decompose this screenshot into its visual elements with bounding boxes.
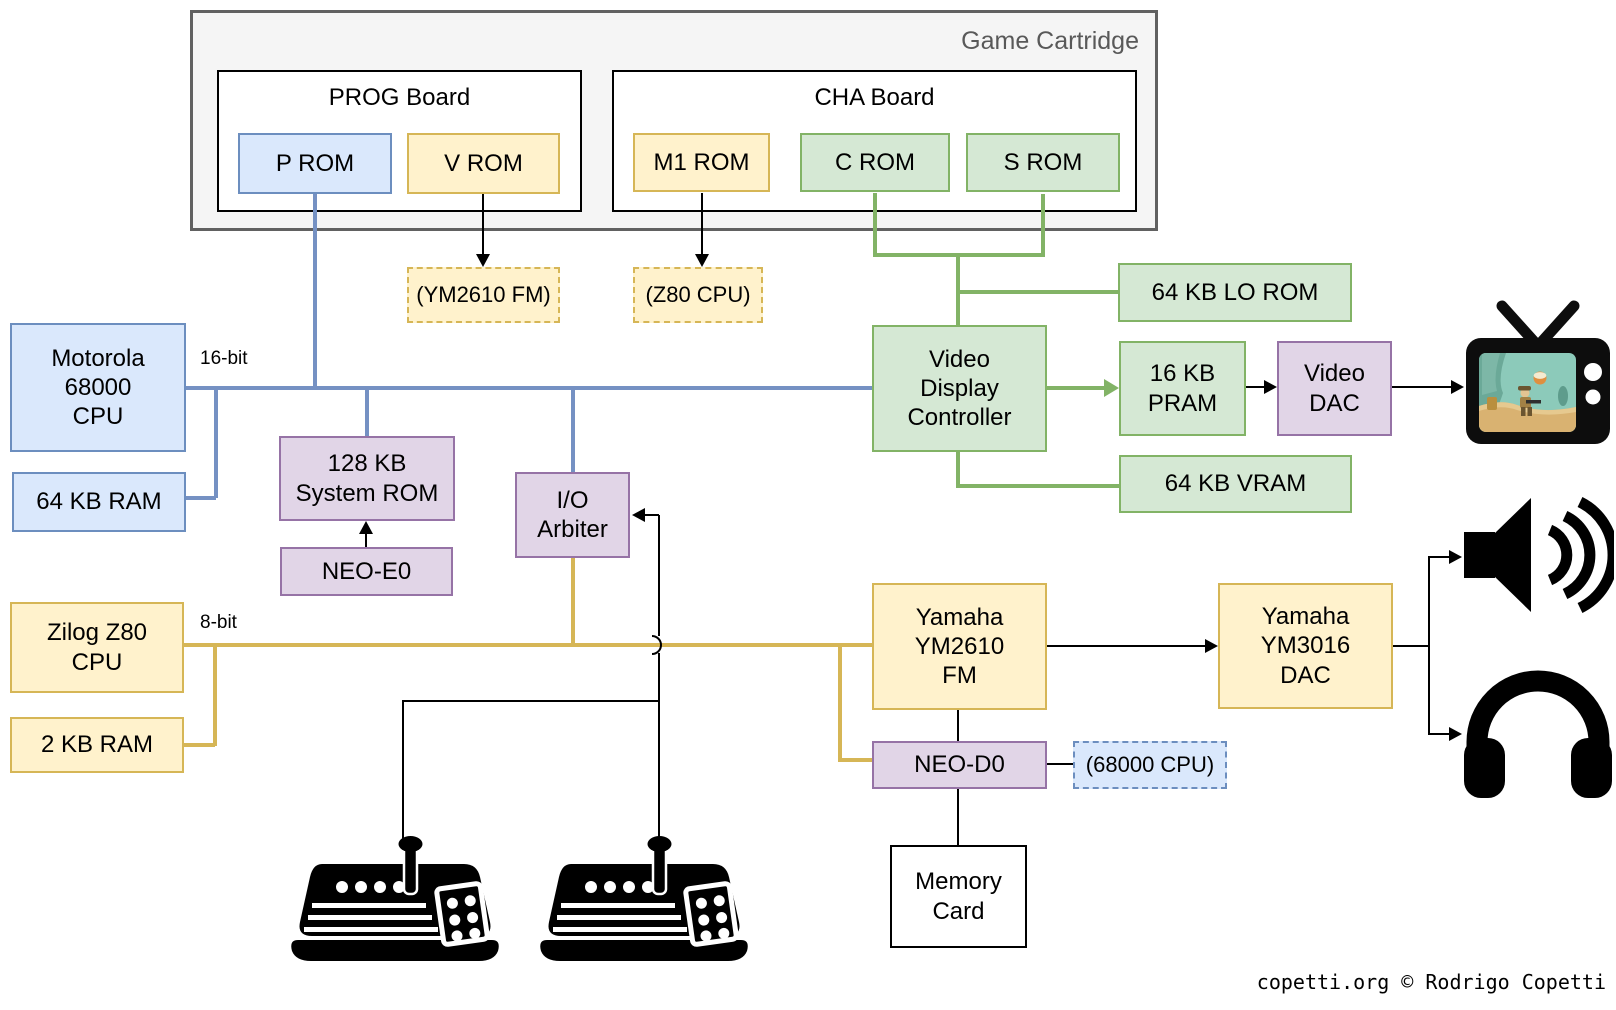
bus-label-8bit: 8-bit <box>200 612 237 633</box>
game-cartridge-label: Game Cartridge <box>961 27 1139 55</box>
connector-m1rom-z80ref <box>701 193 703 255</box>
connector-joy-arbiter-v-upper <box>658 515 660 636</box>
connector-vdc-pram <box>1047 386 1107 390</box>
node-motorola-68000-cpu: Motorola 68000 CPU <box>10 323 186 452</box>
connector-vdc-vram-v <box>956 451 960 487</box>
connector-arbiter-bus16 <box>571 388 575 472</box>
connector-joystick1-stem <box>402 701 404 845</box>
connector-to-headphones <box>1428 733 1451 735</box>
arrowhead-vdc-pram <box>1104 379 1119 397</box>
node-video-dac: Video DAC <box>1277 341 1392 436</box>
connector-ram2-bus-v <box>213 645 217 746</box>
connector-audio-split-v <box>1428 556 1430 735</box>
bus-16bit-line <box>186 386 872 390</box>
node-pram: 16 KB PRAM <box>1119 341 1246 436</box>
node-yamaha-ym2610: Yamaha YM2610 FM <box>872 583 1047 710</box>
node-64kb-ram: 64 KB RAM <box>12 472 186 532</box>
node-neo-e0: NEO-E0 <box>280 547 453 596</box>
arrowhead-m1rom-down <box>695 254 709 267</box>
connector-videodac-tv <box>1392 386 1452 388</box>
arrowhead-neoe0-up <box>359 521 373 534</box>
connector-ram64-bus-v <box>214 388 218 498</box>
connector-vrom-ym2610ref <box>482 193 484 255</box>
connector-sysrom-bus <box>365 388 369 436</box>
node-video-display-controller: Video Display Controller <box>872 325 1047 452</box>
node-lo-rom: 64 KB LO ROM <box>1118 263 1352 322</box>
connector-ym3016-split <box>1392 645 1430 647</box>
arrowhead-dac-tv <box>1451 380 1464 394</box>
arcade-joystick-icon <box>291 836 499 961</box>
node-neo-d0: NEO-D0 <box>872 741 1047 789</box>
node-2kb-ram: 2 KB RAM <box>10 717 184 773</box>
node-v-rom: V ROM <box>407 133 560 194</box>
tv-icon <box>1466 300 1610 444</box>
connector-crom-drop <box>873 193 877 256</box>
connector-joystick2-stem <box>658 701 660 845</box>
connector-joystick-join <box>402 700 660 702</box>
arrowhead-into-arbiter <box>632 508 645 522</box>
connector-neod0-bus-h <box>838 758 874 762</box>
connector-joy-arbiter-v-lower <box>658 653 660 701</box>
node-z80-ref: (Z80 CPU) <box>633 267 763 323</box>
node-zilog-z80-cpu: Zilog Z80 CPU <box>10 602 184 693</box>
node-p-rom: P ROM <box>238 133 392 194</box>
connector-pram-videodac <box>1246 386 1266 388</box>
arrowhead-headphones <box>1449 727 1462 741</box>
line-hop-arc <box>651 635 662 655</box>
credit-text: copetti.org © Rodrigo Copetti <box>1256 970 1606 994</box>
connector-ram2-bus-h <box>184 743 215 747</box>
connector-arbiter-bus8 <box>571 556 575 645</box>
node-c-rom: C ROM <box>800 133 950 192</box>
node-vram: 64 KB VRAM <box>1119 455 1352 513</box>
arcade-joystick-icon <box>540 836 748 961</box>
cha-board-title: CHA Board <box>814 84 935 111</box>
connector-srom-drop <box>1041 194 1045 256</box>
arrowhead-vrom-down <box>476 254 490 267</box>
arrowhead-pram-dac <box>1264 380 1277 394</box>
connector-neoe0-sysrom <box>365 532 367 548</box>
connector-neod0-memorycard <box>957 788 959 846</box>
node-ym2610-ref: (YM2610 FM) <box>407 267 560 323</box>
connector-lorom-branch <box>956 290 1119 294</box>
headphones-icon <box>1464 670 1612 798</box>
node-yamaha-ym3016: Yamaha YM3016 DAC <box>1218 583 1393 709</box>
node-m1-rom: M1 ROM <box>633 133 770 192</box>
node-memory-card: Memory Card <box>890 845 1027 948</box>
connector-ram64-bus-h <box>186 496 216 500</box>
connector-to-speaker <box>1428 556 1451 558</box>
arrowhead-ym2610-ym3016 <box>1205 639 1218 653</box>
arrowhead-speaker <box>1449 550 1462 564</box>
connector-vdc-vram-h <box>956 484 1120 488</box>
node-system-rom: 128 KB System ROM <box>279 436 455 521</box>
bus-8bit-line <box>184 643 874 647</box>
bus-label-16bit: 16-bit <box>200 348 248 369</box>
node-s-rom: S ROM <box>966 133 1120 192</box>
speaker-icon <box>1464 497 1614 613</box>
node-io-arbiter: I/O Arbiter <box>515 472 630 558</box>
connector-neod0-bus-v <box>838 645 842 762</box>
connector-joy-arbiter-h <box>645 514 659 516</box>
connector-ym2610-ym3016 <box>1047 645 1206 647</box>
node-68000-cpu-ref: (68000 CPU) <box>1073 741 1227 789</box>
connector-prom-bus <box>313 194 317 388</box>
prog-board-title: PROG Board <box>328 84 471 111</box>
connector-ym2610-neod0 <box>957 709 959 742</box>
connector-neod0-cpu68000ref <box>1046 763 1074 765</box>
